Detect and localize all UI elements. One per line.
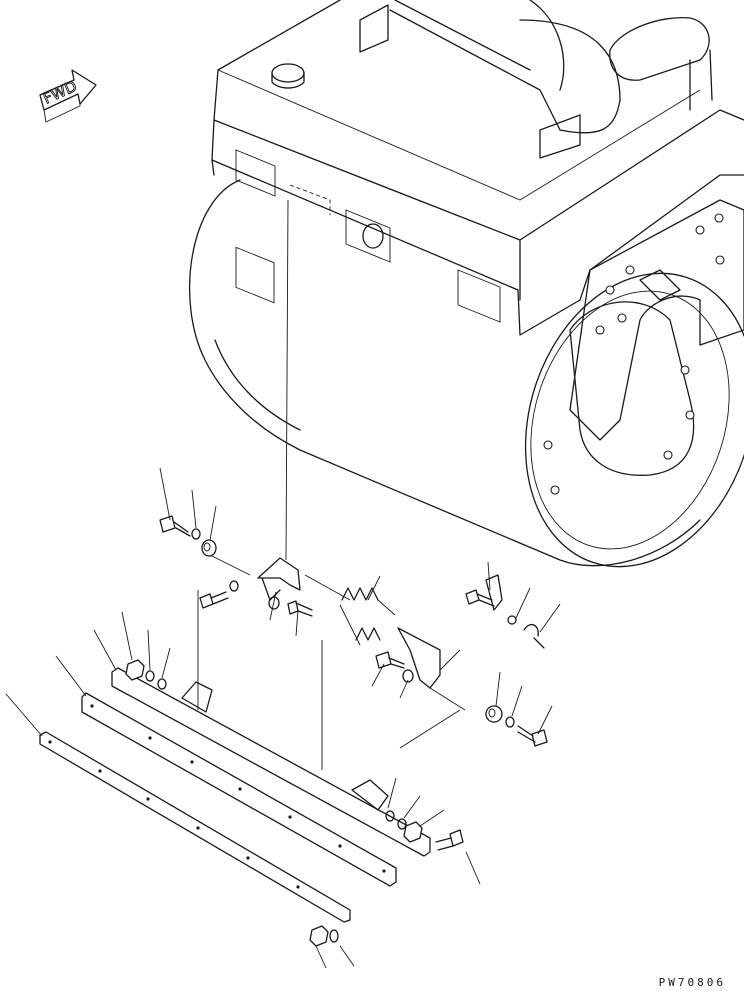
seat-and-rails	[359, 0, 713, 159]
washer-upper-right	[507, 615, 517, 625]
nut-lower-right	[403, 821, 423, 843]
machine-frame	[211, 0, 744, 336]
bushing-mid	[268, 596, 280, 610]
roller-drum	[188, 179, 744, 568]
washer-lower-right-a	[385, 810, 395, 822]
bushing-mid-right	[402, 669, 414, 683]
collar-upper-left	[201, 539, 217, 557]
bolt-mid-left	[199, 580, 239, 609]
drum-side-bracket	[543, 199, 744, 495]
nut-bottom	[309, 925, 329, 947]
bolt-upper-left	[159, 515, 191, 537]
washer-upper-left	[191, 528, 201, 540]
callout-leaders	[5, 467, 561, 969]
bolt-mid-right	[375, 651, 405, 669]
washer-right	[505, 716, 515, 728]
scraper-mounting-bracket-left	[209, 554, 351, 601]
nut-left	[125, 659, 145, 681]
drawing-code: PW70806	[658, 976, 726, 989]
tension-spring	[339, 587, 396, 646]
fwd-direction-arrow: FWD	[39, 69, 97, 123]
scraper-mounting-bracket-right	[397, 627, 466, 711]
bolt-lower-right	[435, 829, 464, 851]
collar-right	[485, 705, 503, 723]
washer-left-a	[145, 670, 155, 682]
washer-lower-right-b	[397, 818, 407, 830]
pin-mid	[287, 600, 313, 617]
mounting-centerline	[285, 199, 289, 561]
bolt-right	[517, 725, 548, 747]
rubber-scraper-blade	[39, 731, 351, 923]
washer-bottom	[329, 929, 339, 943]
bolt-upper-right	[465, 574, 503, 611]
scraper-blade-holder	[111, 590, 461, 857]
scraper-plate	[81, 692, 397, 887]
washer-left-b	[157, 678, 167, 690]
cotter-pin-right	[523, 623, 545, 649]
